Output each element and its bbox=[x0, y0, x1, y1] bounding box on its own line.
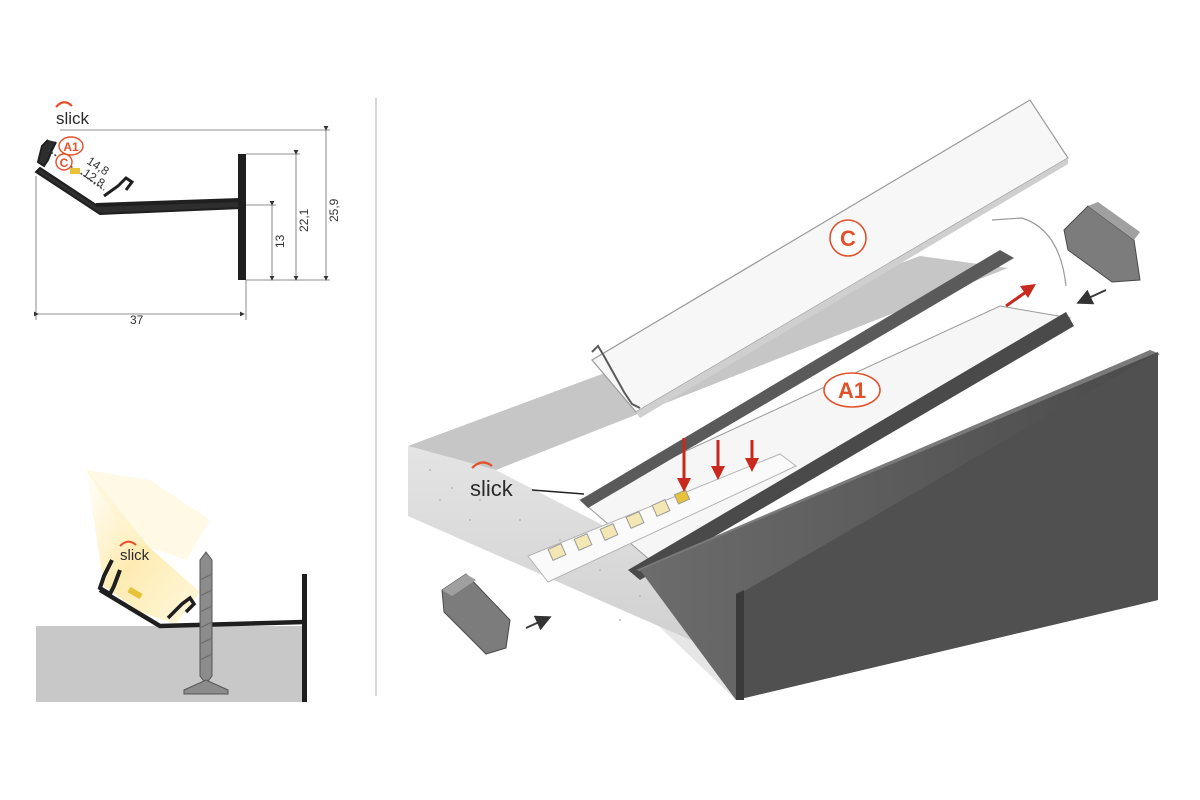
profile-base bbox=[95, 198, 241, 207]
brand-name: slick bbox=[56, 109, 90, 128]
led-chip-1 bbox=[547, 543, 567, 561]
logo-swoosh-icon bbox=[471, 461, 493, 469]
led-chip-3 bbox=[599, 523, 619, 541]
install-profile-clip bbox=[166, 595, 197, 620]
install-led-chip bbox=[127, 586, 143, 600]
endcap-right bbox=[1063, 202, 1141, 283]
install-profile-flange bbox=[302, 574, 307, 702]
svg-text:C: C bbox=[840, 226, 856, 251]
led-chip-5 bbox=[651, 499, 671, 517]
brand-logo-exploded: slick bbox=[470, 461, 585, 501]
svg-text:C: C bbox=[60, 156, 69, 170]
cover-diffuser: C bbox=[591, 99, 1069, 418]
led-chip-4 bbox=[625, 511, 645, 529]
badge-cover-c: C bbox=[829, 219, 867, 257]
profile-rear-lip bbox=[580, 250, 1014, 508]
dim-flange-height: 22,1 bbox=[297, 208, 311, 232]
dimension-lines bbox=[34, 126, 330, 320]
dim-total-height: 25,9 bbox=[327, 198, 341, 222]
exploded-view: C A1 bbox=[408, 99, 1160, 700]
badge-profile-a1: A1 bbox=[823, 372, 881, 408]
installation-section: slick bbox=[36, 468, 307, 702]
led-chip-2 bbox=[573, 533, 593, 551]
profile-flange-edge bbox=[736, 590, 744, 700]
svg-text:A1: A1 bbox=[838, 378, 866, 403]
insert-arrows bbox=[677, 284, 1036, 492]
mounting-surface bbox=[36, 626, 304, 702]
profile-cross-section: slick A1 C 14,8 12,8 bbox=[34, 101, 341, 327]
svg-text:A1: A1 bbox=[63, 140, 79, 154]
brand-logo-top: slick bbox=[55, 101, 90, 128]
svg-text:slick: slick bbox=[120, 547, 150, 564]
profile-flange bbox=[238, 154, 246, 280]
badge-c: C bbox=[55, 153, 73, 171]
brand-leader-line bbox=[531, 489, 585, 495]
logo-swoosh-icon bbox=[119, 540, 137, 547]
dim-total-width: 37 bbox=[130, 313, 144, 327]
install-profile-base bbox=[98, 588, 305, 629]
endcap-left bbox=[441, 573, 511, 655]
diffuser-line bbox=[47, 149, 105, 191]
light-glow bbox=[86, 470, 210, 560]
svg-text:slick: slick bbox=[470, 476, 514, 501]
cover-insert-arrow bbox=[1005, 290, 1027, 308]
badge-a1: A1 bbox=[58, 136, 84, 156]
led-chip-6 bbox=[673, 489, 691, 505]
guide-curve bbox=[991, 217, 1067, 287]
endcap-left-arrow bbox=[525, 615, 552, 631]
led-chip bbox=[70, 168, 80, 174]
logo-swoosh-icon bbox=[55, 101, 73, 108]
cover-profile-edge bbox=[591, 344, 641, 409]
dim-inner-height: 13 bbox=[273, 234, 287, 248]
screw-icon bbox=[183, 551, 229, 695]
brand-logo-install: slick bbox=[119, 540, 150, 564]
endcap-right-arrow bbox=[1076, 289, 1107, 305]
profile-flange-face bbox=[736, 352, 1158, 700]
profile-clip bbox=[103, 176, 135, 198]
profile-front-lip bbox=[628, 312, 1074, 580]
led-strip bbox=[527, 453, 797, 583]
